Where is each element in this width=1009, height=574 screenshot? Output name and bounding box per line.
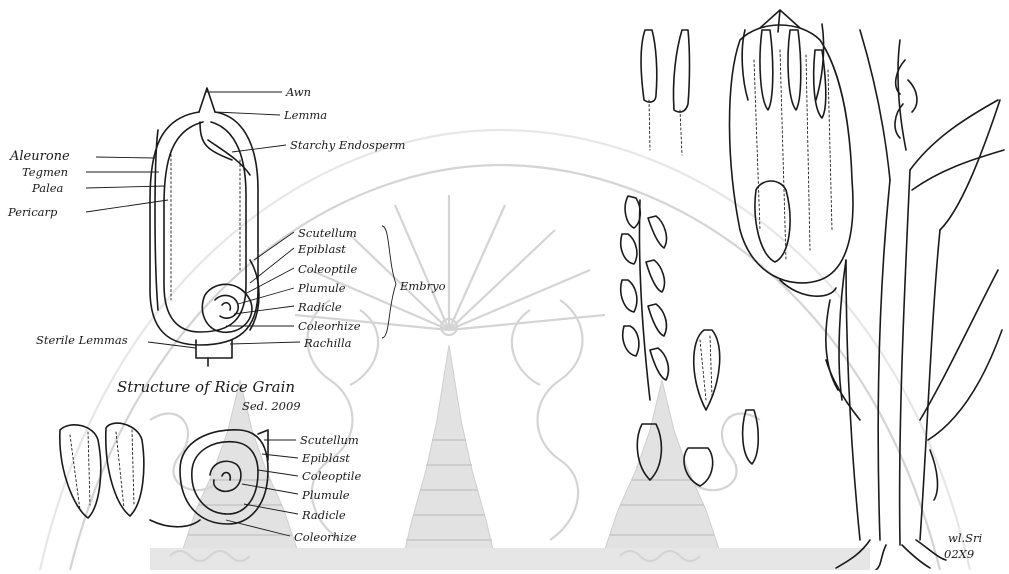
signature-line1: wl.Sri (948, 531, 983, 545)
label-lemma: Lemma (283, 108, 327, 122)
label-coleoptile: Coleoptile (298, 262, 357, 276)
label-coleorhize: Coleorhize (298, 319, 361, 333)
label-rachilla: Rachilla (303, 336, 352, 350)
label-plumule: Plumule (297, 281, 346, 295)
detail-label-coleoptile: Coleoptile (302, 469, 361, 483)
label-scutellum: Scutellum (298, 226, 357, 240)
grain-leader-lines (86, 92, 396, 348)
watermark-emblem (40, 130, 970, 570)
detail-label-scutellum: Scutellum (300, 433, 359, 447)
label-radicle: Radicle (297, 300, 342, 314)
grain-labels: Awn Lemma Starchy Endosperm Aleurone Teg… (7, 85, 446, 413)
label-awn: Awn (285, 85, 311, 99)
label-pericarp: Pericarp (7, 205, 58, 219)
diagram-title: Structure of Rice Grain (117, 378, 295, 396)
signature-line2: 02X9 (944, 547, 974, 561)
detail-label-plumule: Plumule (301, 488, 350, 502)
label-sterile-lemmas: Sterile Lemmas (36, 333, 128, 347)
label-starchy-endosperm: Starchy Endosperm (290, 138, 406, 152)
grain-section-drawing (150, 88, 259, 366)
label-epiblast: Epiblast (297, 242, 346, 256)
embryo-detail-labels: Scutellum Epiblast Coleoptile Plumule Ra… (294, 433, 361, 544)
label-aleurone: Aleurone (9, 149, 70, 164)
flower-spikelet-drawing (730, 10, 853, 296)
stamens-drawing (641, 30, 689, 155)
detail-label-epiblast: Epiblast (301, 451, 350, 465)
diagram-credit: Sed. 2009 (242, 399, 301, 413)
label-tegmen: Tegmen (22, 165, 68, 179)
panicle-branch-drawing (621, 196, 669, 400)
detail-label-coleorhize: Coleorhize (294, 530, 357, 544)
label-palea: Palea (31, 181, 64, 195)
detail-label-radicle: Radicle (301, 508, 346, 522)
label-embryo: Embryo (399, 279, 446, 293)
embryo-region (202, 260, 259, 332)
